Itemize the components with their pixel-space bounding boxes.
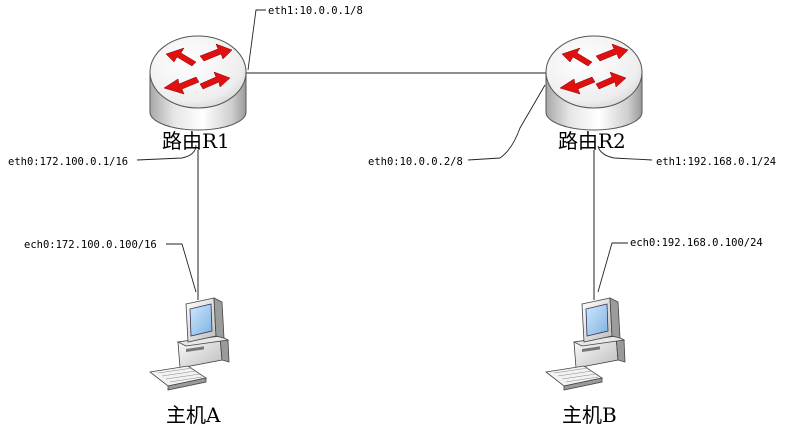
router-icon (545, 35, 643, 131)
desktop-computer-icon (149, 297, 230, 391)
router-r1-name: 路由R1 (162, 129, 230, 153)
r1-eth1-label: eth1:10.0.0.1/8 (268, 5, 363, 17)
leader-r2-eth0 (467, 84, 546, 161)
router-icon (149, 35, 247, 131)
r1-eth0-label: eth0:172.100.0.1/16 (8, 156, 128, 168)
host-a (149, 297, 230, 391)
leader-host-a-ech0 (166, 243, 197, 293)
leader-host-b-ech0 (597, 242, 628, 293)
r2-eth1-label: eth1:192.168.0.1/24 (656, 156, 776, 168)
router-r2-name: 路由R2 (558, 129, 626, 153)
host-b (545, 297, 626, 391)
leader-r1-eth1 (247, 9, 266, 71)
router-r1 (149, 35, 247, 131)
desktop-computer-icon (545, 297, 626, 391)
router-r2 (545, 35, 643, 131)
leader-r2-eth1 (597, 145, 653, 161)
host-b-ech0-label: ech0:192.168.0.100/24 (630, 237, 763, 249)
host-b-name: 主机B (562, 403, 617, 427)
leader-r1-eth0 (136, 144, 197, 161)
host-a-ech0-label: ech0:172.100.0.100/16 (24, 239, 157, 251)
r2-eth0-label: eth0:10.0.0.2/8 (368, 156, 463, 168)
host-a-name: 主机A (166, 403, 221, 427)
